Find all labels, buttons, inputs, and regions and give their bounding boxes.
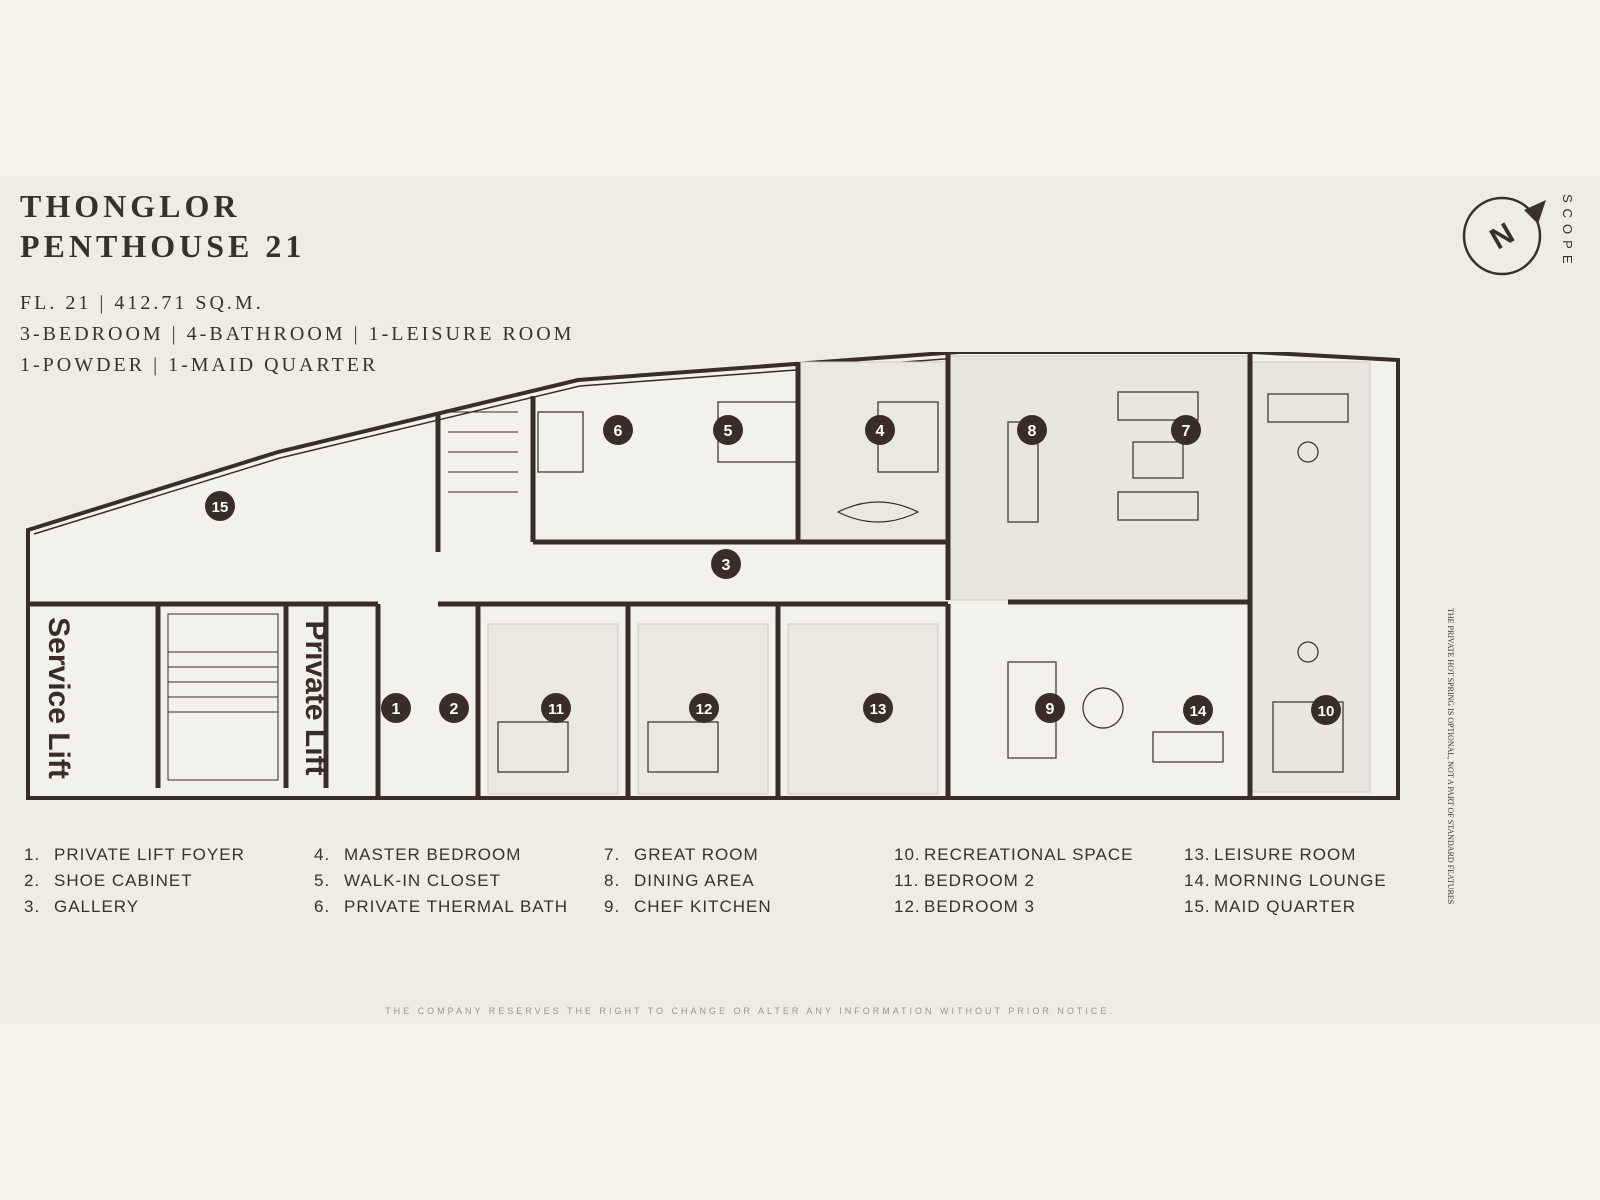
svg-text:6: 6 [614,423,623,440]
legend-item: 7.GREAT ROOM [604,845,759,864]
north-compass-icon: N [1462,196,1546,276]
spec-line-2: 3-BEDROOM | 4-BATHROOM | 1-LEISURE ROOM [20,323,575,345]
legend-item: 13.LEISURE ROOM [1184,845,1357,864]
room-marker-9: 9 [1035,693,1065,723]
brand-logo: SCOPE [1560,194,1575,270]
legend-item: 10.RECREATIONAL SPACE [894,845,1134,864]
floorplan-panel: THONGLOR PENTHOUSE 21 FL. 21 | 412.71 SQ… [0,176,1600,1024]
room-marker-11: 11 [541,693,571,723]
room-marker-2: 2 [439,693,469,723]
room-marker-13: 13 [863,693,893,723]
svg-text:3: 3 [722,557,731,574]
svg-text:10: 10 [1318,703,1335,720]
legend-item: 4.MASTER BEDROOM [314,845,522,864]
legend-item: 11.BEDROOM 2 [894,871,1036,890]
unit-specs: FL. 21 | 412.71 SQ.M. 3-BEDROOM | 4-BATH… [20,288,574,381]
disclaimer-text: THE COMPANY RESERVES THE RIGHT TO CHANGE… [385,1006,1115,1016]
room-markers: 1 2 3 4 5 6 7 8 9 10 11 12 13 14 15 [205,415,1341,725]
title-line-1: THONGLOR [20,188,241,224]
room-marker-8: 8 [1017,415,1047,445]
svg-text:9: 9 [1046,701,1055,718]
room-marker-12: 12 [689,693,719,723]
room-marker-3: 3 [711,549,741,579]
legend-item: 1.PRIVATE LIFT FOYER [24,845,245,864]
legend-column-4: 10.RECREATIONAL SPACE 11.BEDROOM 2 12.BE… [894,842,1133,920]
legend-item: 12.BEDROOM 3 [894,897,1036,916]
svg-text:11: 11 [548,701,564,718]
legend-column-1: 1.PRIVATE LIFT FOYER 2.SHOE CABINET 3.GA… [24,842,245,920]
room-legend: 1.PRIVATE LIFT FOYER 2.SHOE CABINET 3.GA… [24,842,1444,926]
private-lift-label: Private Lift [299,620,332,775]
svg-text:7: 7 [1182,423,1191,440]
legend-item: 2.SHOE CABINET [24,871,193,890]
legend-column-5: 13.LEISURE ROOM 14.MORNING LOUNGE 15.MAI… [1184,842,1387,920]
room-marker-15: 15 [205,491,235,521]
legend-item: 6.PRIVATE THERMAL BATH [314,897,569,916]
legend-item: 5.WALK-IN CLOSET [314,871,501,890]
hot-spring-note: THE PRIVATE HOT SPRING IS OPTIONAL, NOT … [1446,608,1455,905]
svg-text:1: 1 [392,701,401,718]
svg-text:13: 13 [870,701,887,718]
legend-item: 3.GALLERY [24,897,140,916]
legend-item: 8.DINING AREA [604,871,755,890]
title-line-2: PENTHOUSE 21 [20,228,306,264]
compass-letter: N [1485,217,1520,256]
room-marker-6: 6 [603,415,633,445]
room-marker-14: 14 [1183,695,1213,725]
room-marker-10: 10 [1311,695,1341,725]
svg-text:5: 5 [724,423,733,440]
floor-plan-drawing: Service Lift Private Lift 1 2 3 4 5 6 7 … [26,352,1400,800]
room-marker-5: 5 [713,415,743,445]
svg-text:4: 4 [876,423,885,440]
service-lift-label: Service Lift [42,617,75,779]
svg-text:12: 12 [696,701,713,718]
room-marker-7: 7 [1171,415,1201,445]
legend-item: 15.MAID QUARTER [1184,897,1357,916]
svg-text:2: 2 [450,701,459,718]
room-marker-4: 4 [865,415,895,445]
page-title: THONGLOR PENTHOUSE 21 [20,186,305,266]
legend-column-2: 4.MASTER BEDROOM 5.WALK-IN CLOSET 6.PRIV… [314,842,568,920]
spec-line-1: FL. 21 | 412.71 SQ.M. [20,292,264,314]
legend-item: 9.CHEF KITCHEN [604,897,772,916]
svg-text:15: 15 [212,499,229,516]
svg-text:14: 14 [1190,703,1207,720]
room-marker-1: 1 [381,693,411,723]
spec-line-3: 1-POWDER | 1-MAID QUARTER [20,354,379,376]
legend-column-3: 7.GREAT ROOM 8.DINING AREA 9.CHEF KITCHE… [604,842,772,920]
legend-item: 14.MORNING LOUNGE [1184,871,1387,890]
svg-text:8: 8 [1028,423,1037,440]
